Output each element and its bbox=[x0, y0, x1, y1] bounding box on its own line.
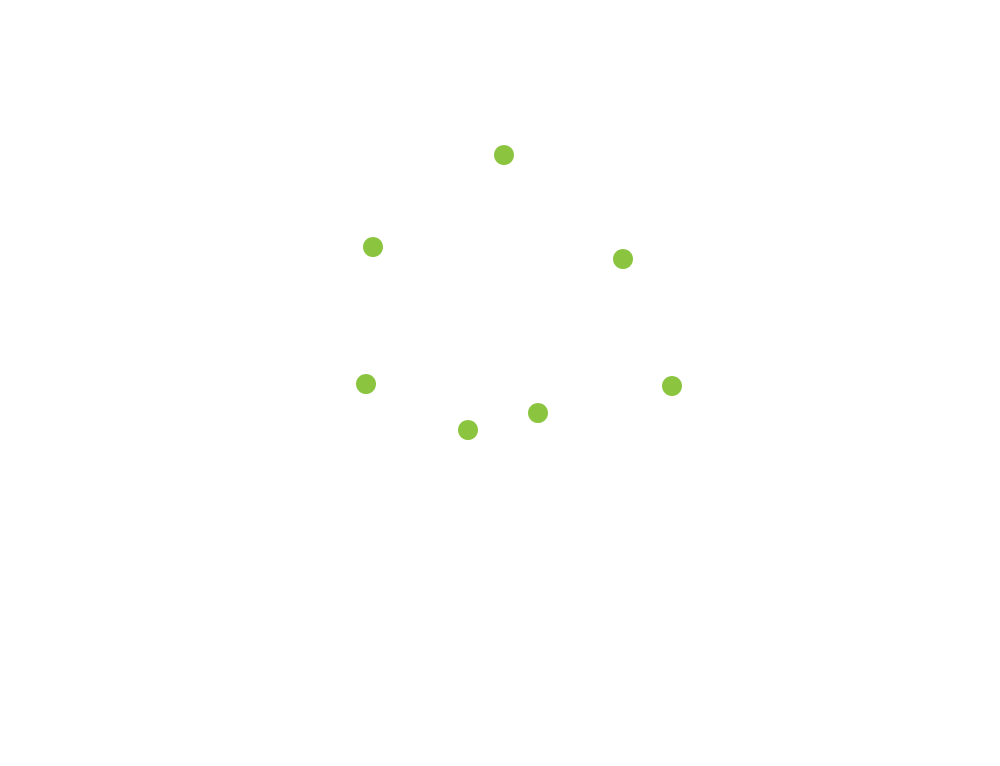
dot-5 bbox=[662, 376, 682, 396]
dot-3 bbox=[613, 249, 633, 269]
dot-4 bbox=[356, 374, 376, 394]
dot-6 bbox=[528, 403, 548, 423]
dot-2 bbox=[363, 237, 383, 257]
dot-7 bbox=[458, 420, 478, 440]
dot-1 bbox=[494, 145, 514, 165]
